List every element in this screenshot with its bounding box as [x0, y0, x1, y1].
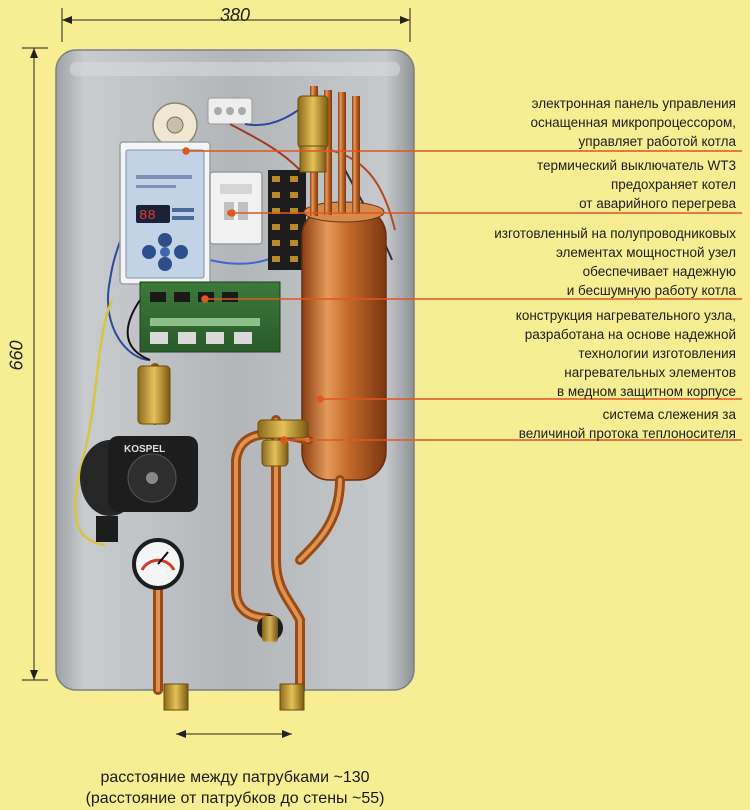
pipe-outlets — [163, 683, 305, 711]
callout-line: предохраняет котел — [610, 177, 736, 192]
callout-line: изготовленный на полупроводниковых — [494, 226, 736, 241]
callout-control-panel: электронная панель управления оснащенная… — [406, 94, 736, 151]
callout-line: разработана на основе надежной — [524, 327, 736, 342]
callout-line: величиной протока теплоносителя — [518, 426, 736, 441]
callout-line: система слежения за — [602, 407, 736, 422]
terminal-rail — [268, 170, 306, 270]
power-board — [139, 281, 281, 353]
height-label: 660 — [6, 340, 27, 371]
pump-brand-label: KOSPEL — [124, 444, 165, 455]
outlet-caption: расстояние между патрубками ~130 (рассто… — [40, 767, 430, 809]
width-label: 380 — [220, 5, 251, 25]
callout-flow-monitor: система слежения за величиной протока те… — [406, 405, 736, 443]
callout-line: нагревательных элементов — [564, 365, 736, 380]
caption-line-1: расстояние между патрубками ~130 — [100, 769, 370, 786]
panel-display: 88 — [139, 208, 156, 224]
callout-line: обеспечивает надежную — [582, 264, 736, 279]
callout-power-unit: изготовленный на полупроводниковых элеме… — [386, 224, 736, 300]
width-dimension — [61, 8, 411, 42]
outlet-spacing-dimension — [176, 730, 292, 738]
control-panel: 88 — [119, 141, 211, 285]
callout-leaders — [182, 147, 742, 444]
panel-buttons — [142, 233, 188, 271]
callout-line: и бесшумную работу котла — [566, 283, 736, 298]
thermal-switch — [209, 171, 263, 245]
callout-line: от аварийного перегрева — [579, 196, 736, 211]
caption-line-2: (расстояние от патрубков до стены ~55) — [85, 790, 385, 807]
callout-line: электронная панель управления — [531, 96, 736, 111]
pressure-gauge — [132, 538, 184, 590]
callout-line: оснащенная микропроцессором, — [530, 115, 736, 130]
callout-line: управляет работой котла — [578, 134, 736, 149]
circulation-pump: KOSPEL — [80, 365, 198, 542]
callout-thermal-switch: термический выключатель WT3 предохраняет… — [406, 156, 736, 213]
height-dimension — [22, 47, 48, 681]
heating-unit — [297, 86, 387, 481]
callout-line: элементах мощностной узел — [555, 245, 736, 260]
callout-line: технологии изготовления — [578, 346, 736, 361]
callout-heating-unit: конструкция нагревательного узла, разраб… — [406, 306, 736, 401]
callout-line: в медном защитном корпусе — [556, 384, 736, 399]
callout-line: термический выключатель WT3 — [536, 158, 736, 173]
callout-line: конструкция нагревательного узла, — [515, 308, 736, 323]
drain-valve — [257, 615, 283, 642]
